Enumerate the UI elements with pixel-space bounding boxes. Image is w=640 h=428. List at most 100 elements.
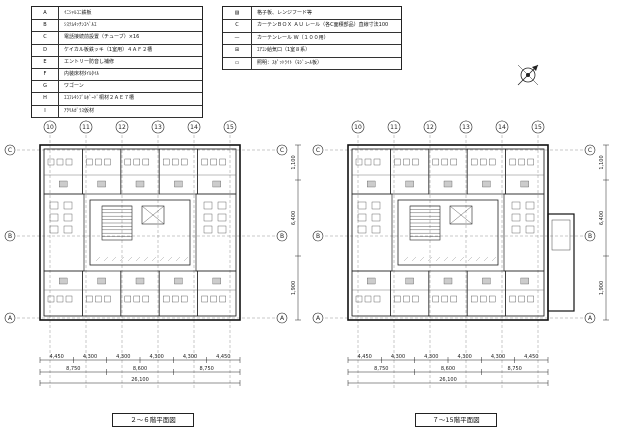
grid-bubble <box>312 144 324 156</box>
building-inner <box>43 148 237 317</box>
fixture <box>432 158 439 166</box>
grid-bubble <box>351 120 365 134</box>
fixture <box>373 295 381 303</box>
fixture <box>97 277 106 285</box>
legend-text: ｱｸﾘﾙｶﾞﾗｽ仮材 <box>64 107 95 114</box>
unit-room <box>351 193 393 272</box>
unit-room <box>158 270 198 317</box>
fixture <box>412 295 419 303</box>
fixture <box>162 295 170 303</box>
floor-hatch <box>459 256 465 262</box>
grid-bubble <box>531 120 545 134</box>
legend-key: E <box>32 55 59 68</box>
grid-label-side: A <box>8 315 13 322</box>
fixture <box>355 158 363 166</box>
fixture <box>171 158 179 166</box>
fixture <box>371 225 381 234</box>
fixture <box>217 213 227 222</box>
dim-label-total: 26,100 <box>131 377 149 383</box>
fixture <box>357 201 367 210</box>
grid-label-top: 14 <box>498 124 506 131</box>
legend-text: 格子板、レンジフード等 <box>257 10 313 16</box>
floor-hatch <box>119 256 125 262</box>
fixture <box>65 158 73 166</box>
fixture <box>357 213 367 222</box>
fixture <box>509 295 516 303</box>
legend-key: H <box>32 92 59 105</box>
fixture <box>174 180 183 188</box>
grid-label-side: B <box>316 233 320 240</box>
legend-text: エントリー防音し補修 <box>64 58 115 65</box>
fixture <box>217 225 227 234</box>
dim-label: 8,750 <box>374 366 388 372</box>
floor-hatch <box>451 256 457 262</box>
fixture <box>203 225 213 234</box>
legend-text: カーテンＢＯＸ ＡＵ レール（各C面積部品）直線寸法100 <box>257 22 389 29</box>
grid-label-side: A <box>280 315 285 322</box>
legend-text: 内装床材ﾀｲﾙﾀｲﾙ <box>64 71 100 77</box>
floor-hatch <box>483 256 489 262</box>
elevator-x <box>141 205 165 225</box>
grid-bubble <box>423 120 437 134</box>
building-inner <box>351 148 545 317</box>
fixture <box>511 201 521 210</box>
legend-key: D <box>32 43 59 56</box>
fixture <box>443 180 453 188</box>
plan-left-caption: ２～６階平面図 <box>112 413 194 427</box>
fixture <box>201 158 208 166</box>
fixture <box>518 158 525 166</box>
fixture <box>509 158 516 166</box>
grid-label-top: 10 <box>46 124 54 131</box>
floor-hatch <box>183 256 189 262</box>
fixture <box>525 225 535 234</box>
legend-text: ワゴーン <box>64 83 84 90</box>
fixture <box>49 225 59 234</box>
floor-hatch <box>491 256 497 262</box>
elevator <box>449 205 473 225</box>
grid-bubble <box>187 120 201 134</box>
unit-room <box>195 193 237 272</box>
fixture <box>210 295 217 303</box>
annex-outline <box>547 213 575 312</box>
fixture <box>63 213 73 222</box>
legend-key: F <box>32 68 59 81</box>
fixture <box>203 201 213 210</box>
floor-hatch <box>135 256 141 262</box>
unit-room <box>43 148 83 195</box>
fixture <box>104 158 111 166</box>
grid-bubble <box>584 230 596 242</box>
fixture <box>525 201 535 210</box>
fixture <box>65 295 73 303</box>
grid-bubble <box>584 144 596 156</box>
unit-room <box>120 270 160 317</box>
grid-label-top: 10 <box>354 124 362 131</box>
dim-label-side: 6,400 <box>291 211 297 225</box>
fixture <box>59 277 68 285</box>
grid-label-side: C <box>316 147 320 154</box>
fixture <box>511 213 521 222</box>
fixture <box>412 158 419 166</box>
fixture <box>489 158 496 166</box>
unit-room <box>158 148 198 195</box>
fixture <box>367 180 376 188</box>
fixture <box>355 295 363 303</box>
dim-label: 8,600 <box>441 366 455 372</box>
grid-bubble <box>115 120 129 134</box>
unit-room <box>197 148 237 195</box>
legend-text: 電話接続前設置（チューブ）×16 <box>64 34 140 41</box>
grid-label-side: B <box>588 233 592 240</box>
fixture <box>373 158 381 166</box>
floor-hatch <box>411 256 417 262</box>
legend-key: I <box>32 104 59 117</box>
grid-label-top: 11 <box>390 124 398 131</box>
grid-bubble <box>584 312 596 324</box>
legend-row: ▭照明：ｽﾎﾟｯﾄﾗｲﾄ（ﾓｼﾞｭｰﾙ板） <box>223 56 401 70</box>
